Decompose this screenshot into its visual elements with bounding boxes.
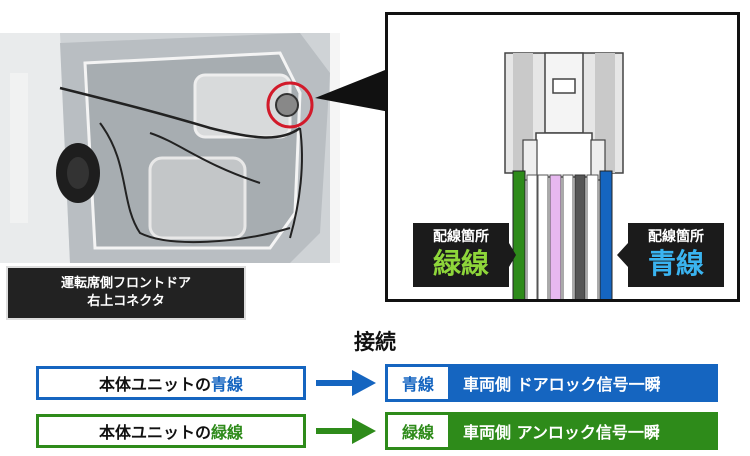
destination-blue: 青線 車両側 ドアロック信号一瞬 <box>385 364 718 402</box>
wire-blue <box>599 170 613 299</box>
zoom-pointer <box>315 68 390 112</box>
caption-line2: 右上コネクタ <box>87 294 165 309</box>
source-blue-wire: 本体ユニットの青線 <box>36 366 306 400</box>
destination-green-tag: 緑線 <box>385 412 451 450</box>
arrow-right-icon <box>316 370 376 396</box>
destination-blue-tag: 青線 <box>385 364 451 402</box>
wire-green <box>512 170 526 299</box>
wiring-label-green-main: 緑線 <box>432 247 489 280</box>
highlight-circle <box>266 81 314 129</box>
car-door-photo <box>0 33 340 263</box>
source-blue-prefix: 本体ユニットの <box>98 375 211 394</box>
connection-title: 接続 <box>354 330 396 354</box>
source-green-prefix: 本体ユニットの <box>98 423 211 442</box>
destination-green: 緑線 車両側 アンロック信号一瞬 <box>385 412 718 450</box>
wiring-label-blue: 配線箇所 青線 <box>628 223 724 287</box>
photo-caption: 運転席側フロントドア 右上コネクタ <box>8 268 244 318</box>
connector-zoom-panel: 配線箇所 緑線 配線箇所 青線 <box>385 12 740 302</box>
wiring-label-green-top: 配線箇所 <box>433 229 489 245</box>
source-blue-color-word: 青線 <box>211 375 244 394</box>
wiring-label-blue-main: 青線 <box>647 247 704 280</box>
destination-blue-value: 車両側 ドアロック信号一瞬 <box>451 364 718 402</box>
wiring-label-green: 配線箇所 緑線 <box>413 223 509 287</box>
arrow-right-icon <box>316 418 376 444</box>
destination-green-value: 車両側 アンロック信号一瞬 <box>451 412 718 450</box>
caption-line1: 運転席側フロントドア <box>60 276 191 291</box>
source-green-color-word: 緑線 <box>211 423 244 442</box>
wiring-label-blue-top: 配線箇所 <box>648 229 704 245</box>
source-green-wire: 本体ユニットの緑線 <box>36 414 306 448</box>
connector-diagram <box>504 52 628 299</box>
